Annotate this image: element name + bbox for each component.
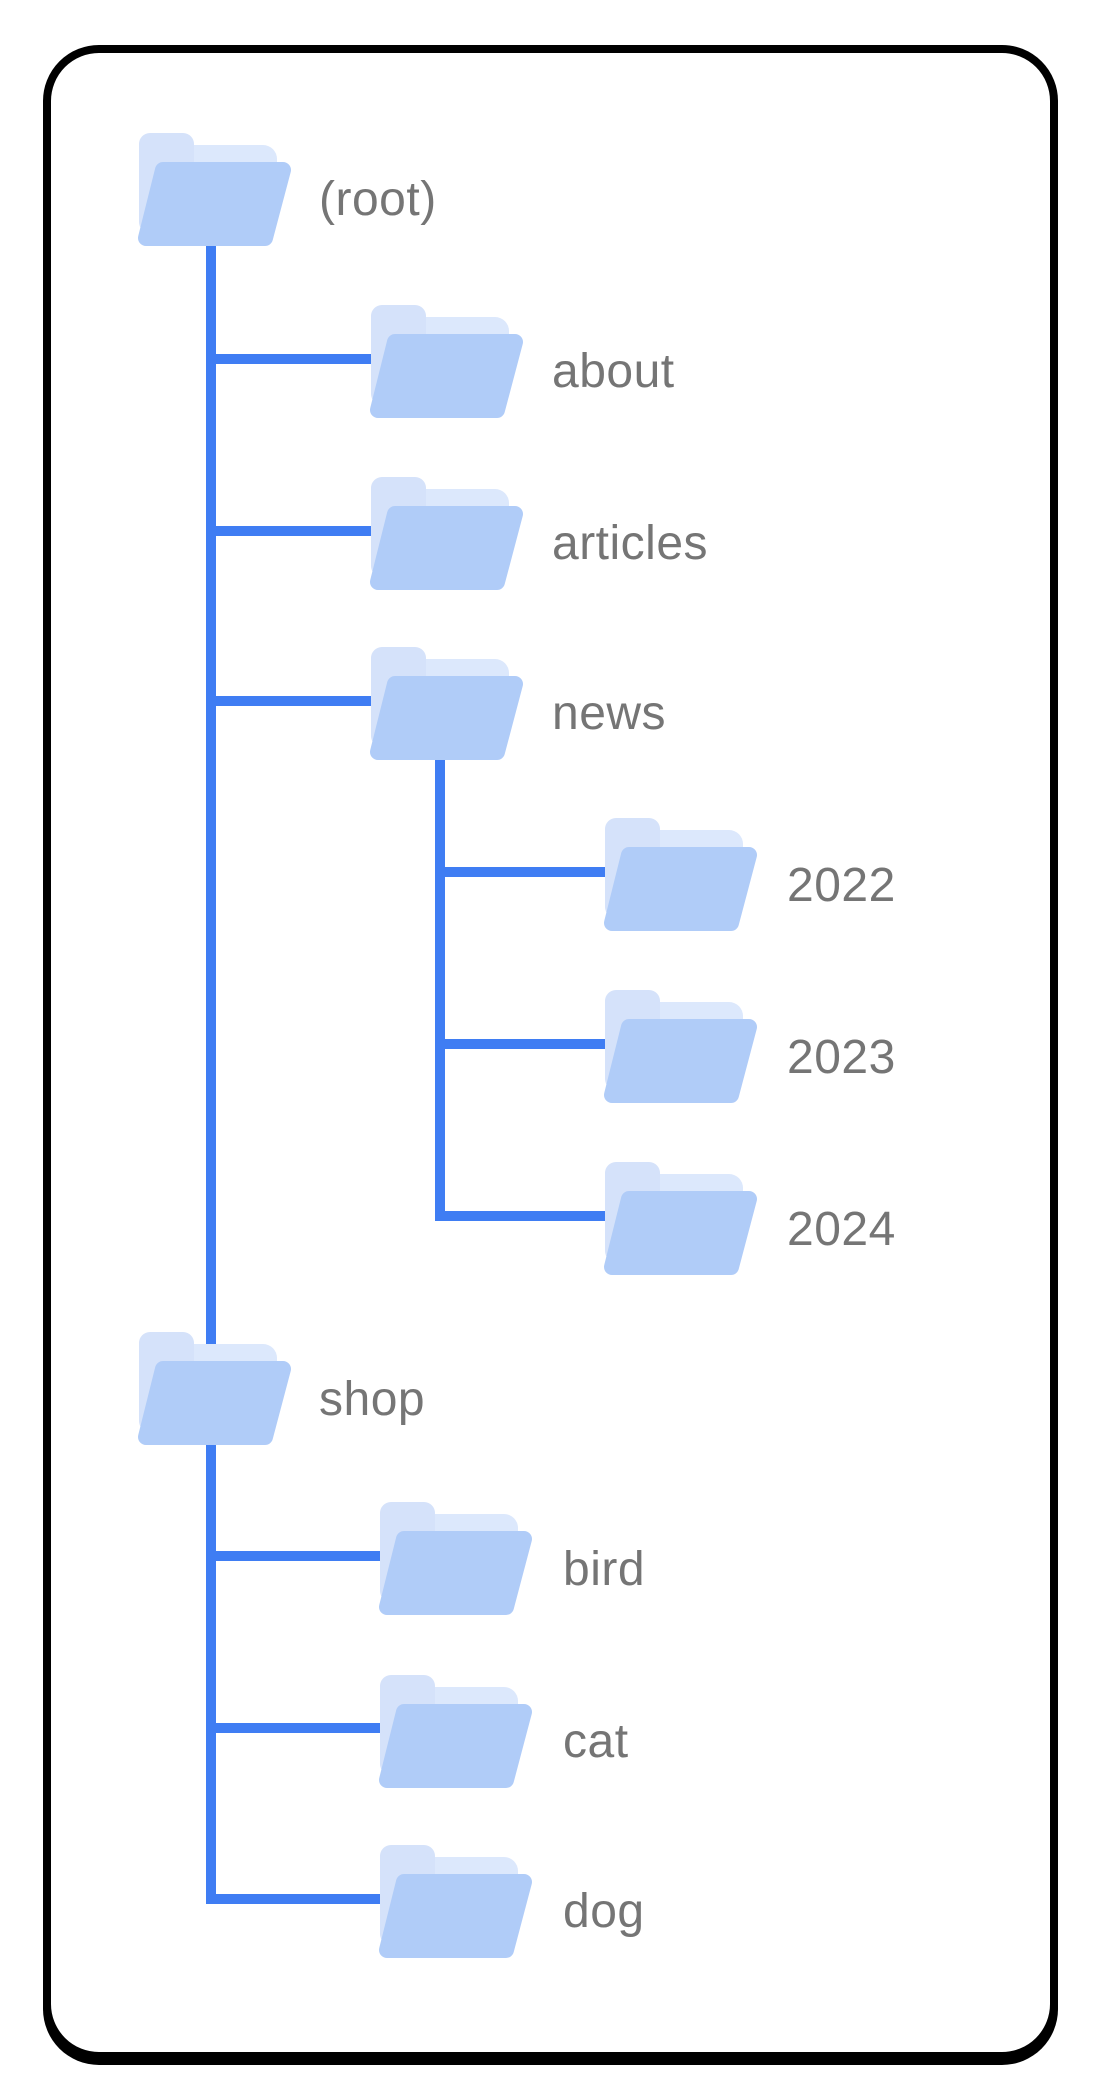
folder-label-cat: cat [563,1715,629,1768]
diagram-frame-card [43,45,1058,2060]
folder-label-2022: 2022 [787,859,896,912]
folder-label-2023: 2023 [787,1031,896,1084]
folder-label-articles: articles [552,517,709,570]
folder-label-shop: shop [319,1373,426,1426]
folder-label-2024: 2024 [787,1203,896,1256]
folder-label-bird: bird [563,1543,646,1596]
folder-label-news: news [552,687,667,740]
folder-label-dog: dog [563,1885,645,1938]
folder-label-root: (root) [319,173,437,226]
folder-label-about: about [552,345,675,398]
